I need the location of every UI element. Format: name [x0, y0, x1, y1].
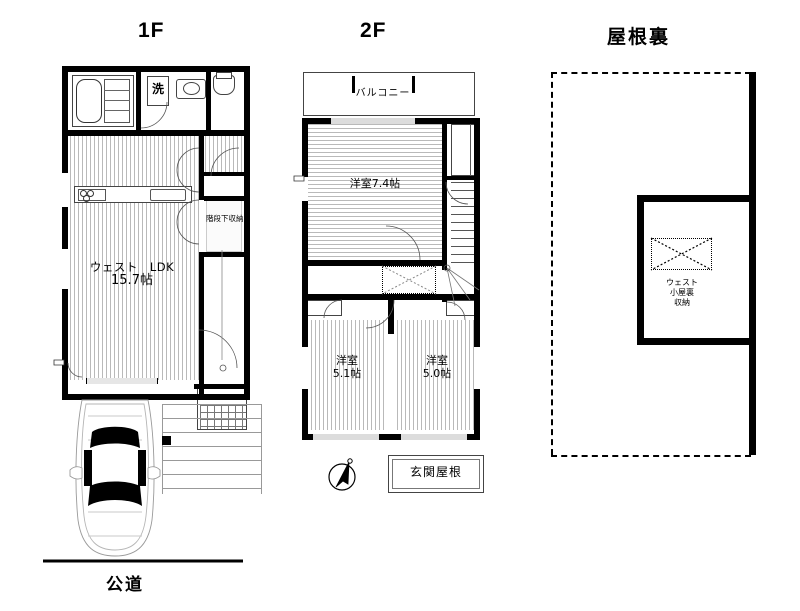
balcony-rail-post: [412, 76, 415, 93]
entrance-roof-label: 玄関屋根: [409, 465, 462, 479]
attic-storage-label: ウェスト 小屋裏 収納: [651, 278, 713, 308]
plan-title-1f: 1F: [138, 19, 165, 42]
western-room-left-floor: [307, 320, 387, 430]
approach-edge: [261, 404, 262, 494]
entrance-roof-inner: [392, 459, 480, 489]
attic-boundary-north: [551, 72, 751, 74]
wall2-room-divider-h: [302, 260, 447, 266]
hall-floor: [205, 135, 245, 175]
wall-hall-divider-upper: [199, 136, 204, 200]
window-south-ldk: [86, 378, 158, 384]
approach-line: [162, 488, 262, 489]
ldk-floor: [66, 135, 199, 380]
entrance-tile-floor: [200, 405, 246, 429]
attic-wall-storage-top: [637, 195, 756, 202]
western-room-right-label: 洋室 5.0帖: [397, 354, 477, 380]
approach-line: [162, 474, 262, 475]
balcony-area: [303, 72, 475, 116]
western-room-right-label-main: 洋室: [426, 354, 448, 367]
wall2-west: [302, 118, 308, 440]
wall-entrance-top: [194, 384, 250, 389]
wall-toilet-divider: [206, 72, 211, 130]
approach-line: [162, 460, 262, 461]
under-stair-storage-area: [206, 200, 242, 252]
shower-panel-icon: [104, 79, 130, 123]
window-west-2: [62, 248, 68, 290]
approach-line: [162, 446, 262, 447]
ldk-label-size: 15.7帖: [111, 273, 153, 289]
wall-interior-h1: [62, 130, 250, 136]
wall2-room-split-nub: [388, 326, 394, 334]
window2-balcony-door: [330, 118, 416, 124]
wall-storage-top: [204, 196, 246, 201]
window2-east-room50: [474, 346, 480, 390]
wall-west: [62, 66, 68, 400]
plan-title-attic: 屋根裏: [607, 26, 671, 48]
approach-edge: [162, 404, 163, 494]
closet-room-left: [306, 300, 342, 316]
western-room-right-floor: [397, 320, 477, 430]
attic-storage-label-line1: ウェスト: [666, 278, 698, 287]
approach-line: [162, 404, 262, 405]
ldk-label-main: ウェスト LDK: [89, 260, 175, 274]
ldk-label: ウェスト LDK 15.7帖: [62, 260, 202, 289]
attic-storage-hatch: [651, 238, 712, 270]
window2-south-left: [312, 434, 380, 440]
wall-south: [62, 394, 250, 400]
kitchen-sink-icon: [150, 189, 186, 201]
window-west-1: [62, 172, 68, 208]
wall2-stair-divider: [442, 118, 447, 270]
western-room-large-floor: [308, 124, 442, 260]
plan-title-2f: 2F: [360, 19, 387, 42]
western-room-left-label-main: 洋室: [336, 354, 358, 367]
attic-access-hatch: [382, 266, 436, 294]
shower-line: [104, 100, 130, 101]
under-stair-storage-label: 階段下収納: [206, 214, 244, 223]
stair-pivot: [219, 364, 227, 372]
attic-wall-storage-west: [637, 195, 644, 345]
closet-divider: [470, 124, 471, 176]
wall2-south: [302, 434, 480, 440]
window2-south-right: [400, 434, 468, 440]
gate-post: [162, 436, 171, 445]
shower-line: [104, 110, 130, 111]
car-icon: [69, 399, 161, 557]
stove-burner-icon: [83, 195, 90, 202]
western-room-left-label: 洋室 5.1帖: [307, 354, 387, 380]
approach-line: [162, 432, 262, 433]
western-room-large-label: 洋室7.4帖: [349, 177, 401, 190]
wall-hall-divider-lower: [199, 252, 204, 394]
door-swing-entrance-hall: [198, 329, 238, 369]
attic-storage-label-line2: 小屋裏: [670, 288, 694, 297]
attic-boundary-south: [551, 455, 751, 457]
western-room-left-label-size: 5.1帖: [332, 366, 362, 380]
attic-wall-storage-bottom: [637, 338, 756, 345]
wall2-hall-bottom: [302, 294, 480, 300]
bathtub-icon: [76, 79, 102, 123]
western-room-right-label-size: 5.0帖: [422, 366, 452, 380]
wall-east: [244, 66, 250, 400]
stove-burner-icon: [87, 190, 94, 197]
window2-west-room51: [302, 346, 308, 390]
shower-line: [104, 90, 130, 91]
approach-line: [162, 418, 262, 419]
compass-icon: [328, 458, 356, 491]
wall2-closet-edge: [442, 294, 447, 302]
public-road-label: 公道: [106, 575, 144, 595]
wall2-east: [474, 118, 480, 440]
wall-hall-step: [199, 172, 246, 176]
washroom-label: 洗: [151, 82, 164, 96]
balcony-label: バルコニー: [355, 88, 411, 99]
wall-bath-divider: [136, 72, 141, 130]
washbasin-bowl-icon: [183, 82, 200, 95]
attic-storage-label-line3: 収納: [674, 298, 690, 307]
balcony-rail-post: [352, 76, 355, 93]
wall-storage-bottom: [204, 252, 246, 257]
wall2-closet-bottom: [442, 176, 480, 180]
window2-west-large: [302, 176, 308, 202]
attic-wall-east: [749, 72, 756, 455]
attic-boundary-west: [551, 72, 553, 455]
wall-north: [62, 66, 250, 72]
toilet-tank-icon: [216, 72, 232, 79]
